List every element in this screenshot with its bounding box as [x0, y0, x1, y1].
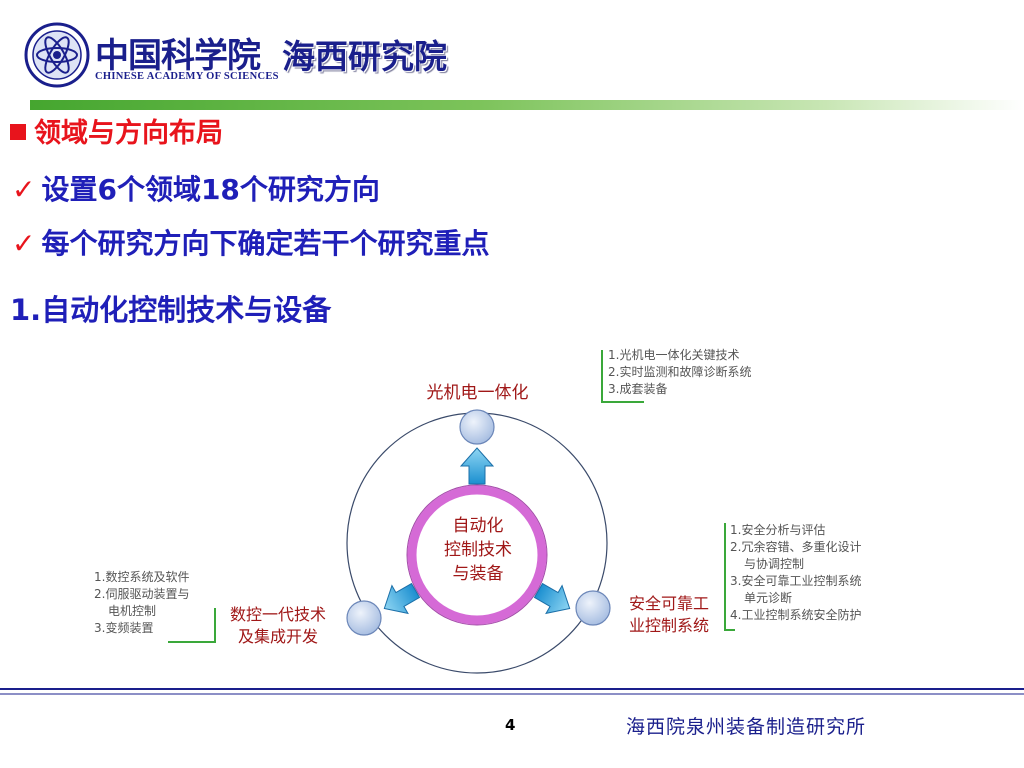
subsection-title: 1.自动化控制技术与设备 — [10, 293, 332, 327]
list-item: 单元诊断 — [744, 591, 793, 605]
institute-title: 海西研究院 — [282, 37, 447, 76]
center-label-line: 自动化 — [452, 516, 504, 536]
bullet-item: ✓设置6个领域18个研究方向 — [12, 168, 380, 208]
header-divider — [30, 100, 1024, 110]
cas-logo-english: CHINESE ACADEMY OF SCIENCES — [95, 71, 279, 82]
left-label-line: 数控一代技术 — [229, 605, 326, 624]
center-ring — [407, 485, 547, 625]
center-label-line: 与装备 — [452, 564, 504, 584]
bullet-text: 设置6个领域18个研究方向 — [41, 173, 380, 206]
node-left — [346, 600, 382, 636]
list-item: 2.冗余容错、多重化设计 — [730, 540, 862, 554]
arrow-left-down-icon — [383, 582, 421, 615]
list-item: 2.实时监测和故障诊断系统 — [608, 365, 752, 379]
cas-logo-chinese: 中国科学院 — [95, 36, 261, 76]
list-item: 2.伺服驱动装置与 — [94, 587, 190, 601]
list-item: 与协调控制 — [744, 557, 805, 571]
arrow-right-down-icon — [533, 582, 571, 615]
page-number: 4 — [505, 716, 516, 734]
checkmark-icon: ✓ — [12, 227, 36, 260]
arrow-up-icon — [459, 447, 495, 485]
section-title: 领域与方向布局 — [10, 111, 223, 150]
node-top — [459, 409, 495, 445]
right-node-list: 1.安全分析与评估 2.冗余容错、多重化设计 与协调控制 3.安全可靠工业控制系… — [730, 522, 861, 624]
list-item: 3.变频装置 — [94, 621, 154, 635]
bullet-text: 每个研究方向下确定若干个研究重点 — [41, 227, 490, 260]
right-label-line: 安全可靠工 — [628, 594, 709, 613]
right-list-bracket — [724, 523, 735, 631]
right-node-label: 安全可靠工 业控制系统 — [616, 593, 722, 637]
section-title-text: 领域与方向布局 — [34, 118, 223, 149]
list-item: 1.安全分析与评估 — [730, 523, 826, 537]
checkmark-icon: ✓ — [12, 173, 36, 206]
top-list-bracket — [601, 350, 644, 403]
list-item: 3.成套装备 — [608, 382, 668, 396]
left-list-bracket — [168, 608, 216, 643]
list-item: 1.数控系统及软件 — [94, 570, 190, 584]
cas-emblem-icon — [24, 22, 90, 88]
center-label-line: 控制技术 — [444, 540, 512, 560]
list-item: 3.安全可靠工业控制系统 — [730, 574, 862, 588]
list-item: 4.工业控制系统安全防护 — [730, 608, 862, 622]
center-node-label: 自动化 控制技术 与装备 — [428, 514, 528, 586]
top-node-list: 1.光机电一体化关键技术 2.实时监测和故障诊断系统 3.成套装备 — [608, 347, 751, 398]
left-node-list: 1.数控系统及软件 2.伺服驱动装置与 电机控制 3.变频装置 — [94, 569, 189, 637]
node-right — [575, 590, 611, 626]
list-item: 1.光机电一体化关键技术 — [608, 348, 740, 362]
top-node-label: 光机电一体化 — [426, 383, 529, 403]
footer-organization: 海西院泉州装备制造研究所 — [626, 716, 867, 738]
right-label-line: 业控制系统 — [628, 616, 709, 635]
list-item: 电机控制 — [108, 604, 157, 618]
square-bullet-icon — [10, 123, 26, 140]
bullet-item: ✓每个研究方向下确定若干个研究重点 — [12, 222, 489, 262]
left-node-label: 数控一代技术 及集成开发 — [218, 604, 338, 648]
left-label-line: 及集成开发 — [237, 627, 318, 646]
